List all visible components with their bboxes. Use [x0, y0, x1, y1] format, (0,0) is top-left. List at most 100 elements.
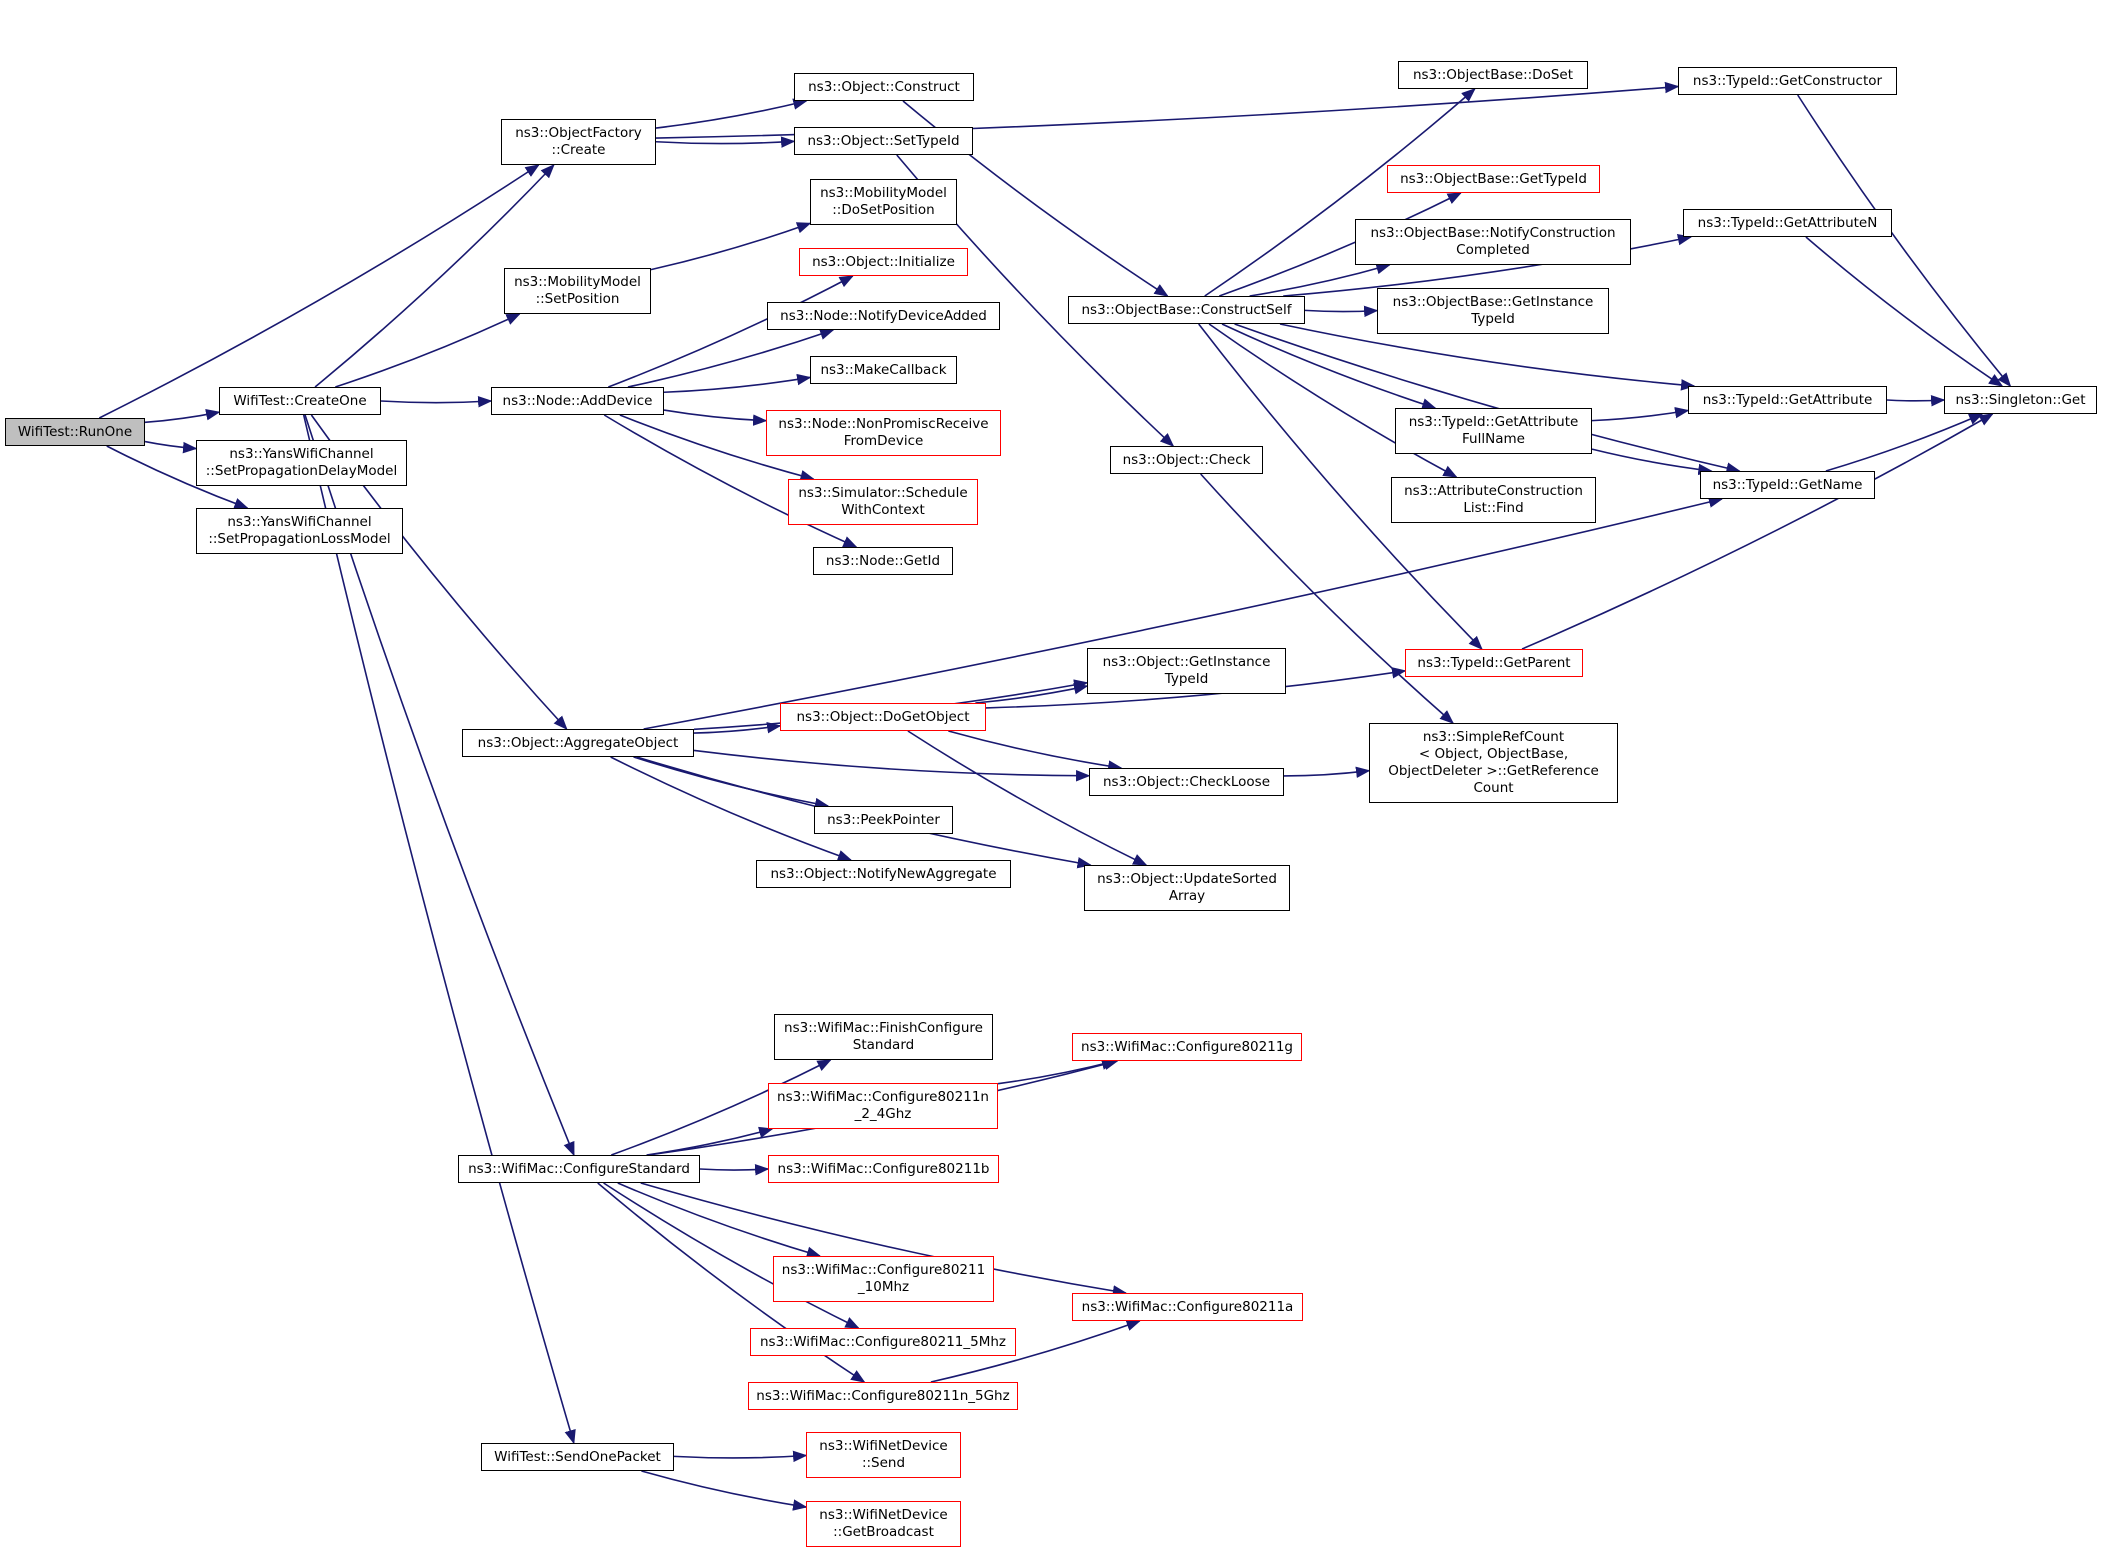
edge-runone-to-objfactory	[98, 164, 540, 419]
node-typeid-getparent[interactable]: ns3::TypeId::GetParent	[1405, 649, 1583, 677]
node-wifimac-configure80211-5mhz[interactable]: ns3::WifiMac::Configure80211_5Mhz	[750, 1328, 1016, 1356]
node-wifitest-createone[interactable]: WifiTest::CreateOne	[219, 387, 381, 415]
node-wifinetdevice-getbroadcast[interactable]: ns3::WifiNetDevice ::GetBroadcast	[806, 1501, 961, 1547]
node-wifimac-configure80211a[interactable]: ns3::WifiMac::Configure80211a	[1072, 1293, 1303, 1321]
edge-sendone-to-getbcast	[641, 1470, 808, 1511]
node-yanswifichannel-setpropagationlossmodel[interactable]: ns3::YansWifiChannel ::SetPropagationLos…	[196, 508, 403, 554]
edge-adddevice-to-notifydev	[627, 328, 835, 388]
edge-getattrfull-to-getattr	[1591, 406, 1690, 422]
edge-getctor-to-singleton	[1797, 94, 2012, 388]
node-wifimac-configure80211g[interactable]: ns3::WifiMac::Configure80211g	[1072, 1033, 1302, 1061]
node-makecallback[interactable]: ns3::MakeCallback	[810, 356, 957, 384]
edge-getparent-to-singleton	[1521, 413, 1994, 650]
node-mobilitymodel-setposition[interactable]: ns3::MobilityModel ::SetPosition	[504, 268, 651, 314]
node-objectbase-gettypeid[interactable]: ns3::ObjectBase::GetTypeId	[1387, 165, 1600, 193]
node-node-getid[interactable]: ns3::Node::GetId	[813, 547, 953, 575]
node-wifimac-configure80211-10mhz[interactable]: ns3::WifiMac::Configure80211 _10Mhz	[773, 1256, 994, 1302]
call-edges	[98, 81, 2012, 1511]
edge-runone-to-setproploss	[106, 445, 249, 509]
edge-getattrn-to-singleton	[1805, 236, 2004, 387]
node-node-nonpromiscreceivefromdevice[interactable]: ns3::Node::NonPromiscReceive FromDevice	[766, 410, 1001, 456]
node-object-initialize[interactable]: ns3::Object::Initialize	[799, 248, 968, 276]
node-object-notifynewaggregate[interactable]: ns3::Object::NotifyNewAggregate	[756, 860, 1011, 888]
node-typeid-getattributefullname[interactable]: ns3::TypeId::GetAttribute FullName	[1395, 408, 1592, 454]
node-node-notifydeviceadded[interactable]: ns3::Node::NotifyDeviceAdded	[767, 302, 1000, 330]
edge-adddevice-to-schedule	[619, 414, 815, 482]
node-objectbase-doset[interactable]: ns3::ObjectBase::DoSet	[1398, 61, 1588, 89]
node-typeid-getattributen[interactable]: ns3::TypeId::GetAttributeN	[1683, 209, 1892, 237]
edge-createone-to-adddevice	[380, 396, 493, 408]
edge-constructself-to-getattrfull	[1221, 323, 1437, 410]
edge-aggregate-to-notifyagg	[610, 756, 853, 862]
edge-dogetobj-to-getinsttid2	[975, 683, 1089, 704]
edge-objcheck-to-simpleref	[1200, 473, 1455, 724]
node-objectbase-getinstancetypeid[interactable]: ns3::ObjectBase::GetInstance TypeId	[1377, 288, 1609, 334]
node-simulator-schedulewithcontext[interactable]: ns3::Simulator::Schedule WithContext	[788, 479, 978, 525]
node-wifinetdevice-send[interactable]: ns3::WifiNetDevice ::Send	[806, 1432, 961, 1478]
edge-configstd-to-cfg11n5	[597, 1182, 866, 1383]
node-wifitest-sendonepacket[interactable]: WifiTest::SendOnePacket	[481, 1443, 674, 1471]
edge-dogetobj-to-getparent	[985, 667, 1407, 709]
edge-aggregate-to-dogetobj	[693, 721, 782, 734]
node-wifimac-configure80211b[interactable]: ns3::WifiMac::Configure80211b	[768, 1155, 999, 1183]
edge-cfg11n5-to-cfg11a	[930, 1319, 1141, 1383]
edge-constructself-to-getparent	[1198, 323, 1483, 651]
edge-constructself-to-doset	[1204, 88, 1476, 297]
node-object-dogetobject[interactable]: ns3::Object::DoGetObject	[780, 703, 986, 731]
edge-createone-to-objfactory	[314, 163, 555, 388]
node-wifimac-configure80211n-5ghz[interactable]: ns3::WifiMac::Configure80211n_5Ghz	[748, 1382, 1018, 1410]
node-objectbase-notifyconstructioncompleted[interactable]: ns3::ObjectBase::NotifyConstruction Comp…	[1355, 219, 1631, 265]
edge-sendone-to-wifisend	[673, 1450, 808, 1463]
node-object-getinstancetypeid[interactable]: ns3::Object::GetInstance TypeId	[1087, 648, 1286, 694]
node-object-construct[interactable]: ns3::Object::Construct	[794, 73, 974, 101]
edge-adddevice-to-initialize	[608, 275, 854, 388]
node-simplerefcount-getreferencecount[interactable]: ns3::SimpleRefCount < Object, ObjectBase…	[1369, 723, 1618, 803]
edge-configstd-to-cfg11a	[640, 1182, 1128, 1297]
node-typeid-getconstructor[interactable]: ns3::TypeId::GetConstructor	[1678, 67, 1897, 95]
node-singleton-get[interactable]: ns3::Singleton::Get	[1944, 386, 2097, 414]
node-yanswifichannel-setpropagationdelaymodel[interactable]: ns3::YansWifiChannel ::SetPropagationDel…	[196, 440, 407, 486]
node-attributeconstructionlist-find[interactable]: ns3::AttributeConstruction List::Find	[1391, 477, 1596, 523]
edge-constructself-to-notifyconst	[1249, 263, 1391, 297]
edge-configstd-to-cfg11b	[699, 1164, 770, 1176]
edge-constructself-to-getname	[1234, 323, 1741, 474]
node-object-settypeid[interactable]: ns3::Object::SetTypeId	[794, 127, 973, 155]
edge-configstd-to-cfg5mhz	[603, 1182, 860, 1329]
node-object-check[interactable]: ns3::Object::Check	[1110, 446, 1263, 474]
edge-objfactory-to-settypeid	[655, 136, 796, 148]
node-wifitest-runone[interactable]: WifiTest::RunOne	[5, 418, 145, 446]
node-objectbase-constructself[interactable]: ns3::ObjectBase::ConstructSelf	[1068, 296, 1305, 324]
edge-aggregate-to-getname	[643, 496, 1724, 730]
edge-constructself-to-getattrn	[1283, 233, 1693, 297]
edge-configstd-to-cfg10mhz	[617, 1182, 822, 1258]
edge-objfactory-to-construct	[655, 98, 808, 129]
edge-getattr-to-singleton	[1886, 395, 1946, 407]
node-typeid-getname[interactable]: ns3::TypeId::GetName	[1700, 471, 1875, 499]
node-object-aggregateobject[interactable]: ns3::Object::AggregateObject	[462, 729, 694, 757]
node-wifimac-finishconfigurestandard[interactable]: ns3::WifiMac::FinishConfigure Standard	[774, 1014, 993, 1060]
node-peekpointer[interactable]: ns3::PeekPointer	[814, 806, 953, 834]
node-object-checkloose[interactable]: ns3::Object::CheckLoose	[1089, 768, 1284, 796]
edge-runone-to-createone	[144, 409, 221, 424]
node-mobilitymodel-dosetposition[interactable]: ns3::MobilityModel ::DoSetPosition	[810, 179, 957, 225]
edge-createone-to-mobsetpos	[335, 313, 521, 388]
edge-dogetobj-to-checkloose	[948, 730, 1123, 772]
node-objectfactory-create[interactable]: ns3::ObjectFactory ::Create	[501, 119, 656, 165]
node-object-updatesortedarray[interactable]: ns3::Object::UpdateSorted Array	[1084, 865, 1290, 911]
edge-cfg11n24-to-cfg11g	[997, 1058, 1117, 1085]
edge-checkloose-to-simpleref	[1283, 766, 1371, 778]
edge-getattrfull-to-getname	[1591, 448, 1713, 476]
edge-getname-to-singleton	[1825, 413, 1984, 472]
node-wifimac-configure80211n-2-4ghz[interactable]: ns3::WifiMac::Configure80211n _2_4Ghz	[768, 1083, 998, 1129]
node-wifimac-configurestandard[interactable]: ns3::WifiMac::ConfigureStandard	[458, 1155, 700, 1183]
node-node-adddevice[interactable]: ns3::Node::AddDevice	[491, 387, 664, 415]
edge-configstd-to-finishcfg	[611, 1059, 832, 1156]
edge-configstd-to-cfg11n24	[646, 1126, 774, 1156]
edge-constructself-to-getattr	[1279, 323, 1696, 391]
edge-aggregate-to-checkloose	[693, 749, 1091, 782]
edge-constructself-to-attrfind	[1208, 323, 1458, 478]
edge-mobsetpos-to-dosetpos	[650, 222, 812, 271]
node-typeid-getattribute[interactable]: ns3::TypeId::GetAttribute	[1688, 386, 1887, 414]
edge-adddevice-to-makecb	[663, 373, 812, 394]
